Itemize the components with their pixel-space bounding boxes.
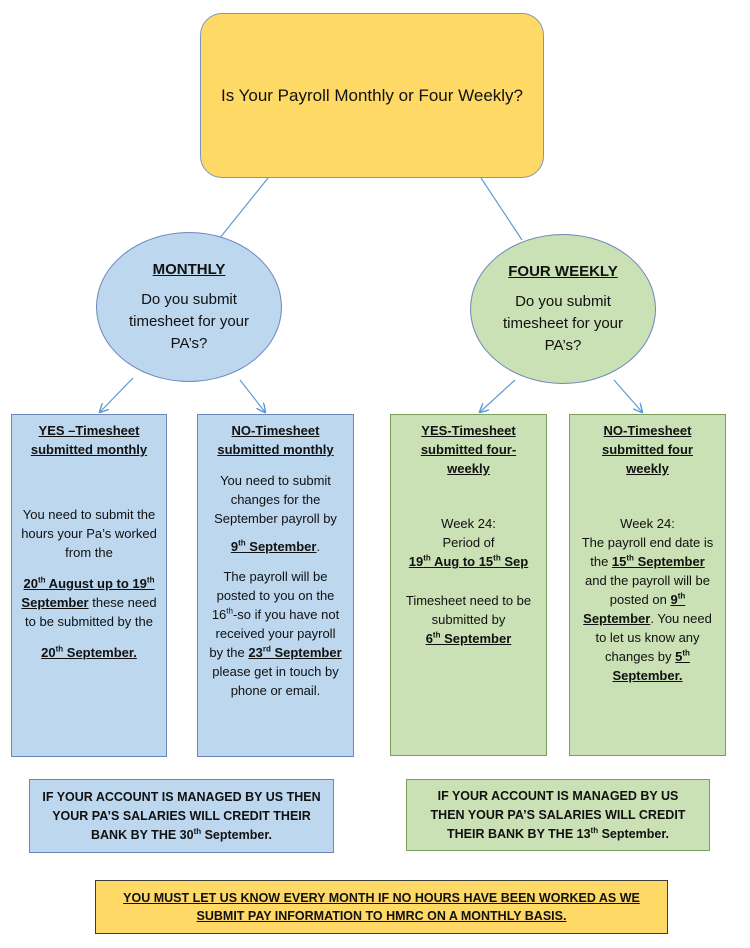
arrow-monthly-no bbox=[239, 379, 265, 412]
monthly-yes-deadline: 20th September. bbox=[41, 644, 137, 660]
fourweekly-ellipse: FOUR WEEKLY Do you submit timesheet for … bbox=[470, 234, 656, 384]
fourweekly-question: Do you submit timesheet for your PA’s? bbox=[502, 293, 624, 354]
monthly-no-date: 9th September. bbox=[230, 538, 321, 554]
payroll-question-box: Is Your Payroll Monthly or Four Weekly? bbox=[200, 13, 544, 178]
monthly-no-text: You need to submit changes for the Septe… bbox=[214, 473, 337, 526]
monthly-no-posting: The payroll will be posted to you on the… bbox=[209, 569, 342, 698]
fourweekly-yes-heading: YES-Timesheet submitted four-weekly bbox=[420, 423, 517, 476]
arrow-fourweekly-yes bbox=[480, 379, 516, 412]
fourweekly-yes-text: Timesheet need to be submitted by bbox=[405, 593, 532, 627]
fourweekly-yes-deadline: 6th September bbox=[425, 630, 512, 646]
monthly-yes-box: YES –Timesheet submitted monthly You nee… bbox=[11, 414, 167, 757]
monthly-reporting-warning: YOU MUST LET US KNOW EVERY MONTH IF NO H… bbox=[95, 880, 668, 934]
arrow-monthly-yes bbox=[100, 377, 134, 412]
arrow-fourweekly-no bbox=[613, 379, 642, 412]
connector-top-monthly bbox=[214, 177, 269, 245]
fourweekly-yes-box: YES-Timesheet submitted four-weekly Week… bbox=[390, 414, 547, 756]
monthly-title: MONTHLY bbox=[152, 261, 226, 278]
monthly-no-box: NO-Timesheet submitted monthly You need … bbox=[197, 414, 354, 757]
monthly-salary-note: IF YOUR ACCOUNT IS MANAGED BY US THEN YO… bbox=[29, 779, 334, 853]
monthly-no-heading: NO-Timesheet submitted monthly bbox=[217, 423, 334, 457]
fourweekly-title: FOUR WEEKLY bbox=[508, 263, 618, 280]
warning-text: YOU MUST LET US KNOW EVERY MONTH IF NO H… bbox=[123, 891, 640, 923]
fourweekly-no-heading: NO-Timesheet submitted four weekly bbox=[602, 423, 693, 476]
monthly-yes-heading: YES –Timesheet submitted monthly bbox=[30, 423, 148, 457]
fourweekly-yes-period-label: Period of bbox=[442, 535, 495, 550]
monthly-yes-text: You need to submit the hours your Pa’s w… bbox=[21, 507, 157, 560]
fourweekly-yes-week: Week 24: bbox=[441, 516, 496, 531]
fourweekly-yes-period: 19th Aug to 15th Sep bbox=[408, 553, 529, 569]
fourweekly-no-week: Week 24: bbox=[620, 516, 675, 531]
fourweekly-no-box: NO-Timesheet submitted four weekly Week … bbox=[569, 414, 726, 756]
fourweekly-salary-note: IF YOUR ACCOUNT IS MANAGED BY US THEN YO… bbox=[406, 779, 710, 851]
payroll-question: Is Your Payroll Monthly or Four Weekly? bbox=[220, 85, 524, 105]
monthly-question: Do you submit timesheet for your PA’s? bbox=[128, 291, 250, 352]
monthly-yes-period: 20th August up to 19th September these n… bbox=[21, 575, 157, 629]
connector-top-fourweekly bbox=[480, 177, 523, 241]
fourweekly-no-text: The payroll end date is the 15th Septemb… bbox=[581, 535, 714, 683]
monthly-ellipse: MONTHLY Do you submit timesheet for your… bbox=[96, 232, 282, 382]
